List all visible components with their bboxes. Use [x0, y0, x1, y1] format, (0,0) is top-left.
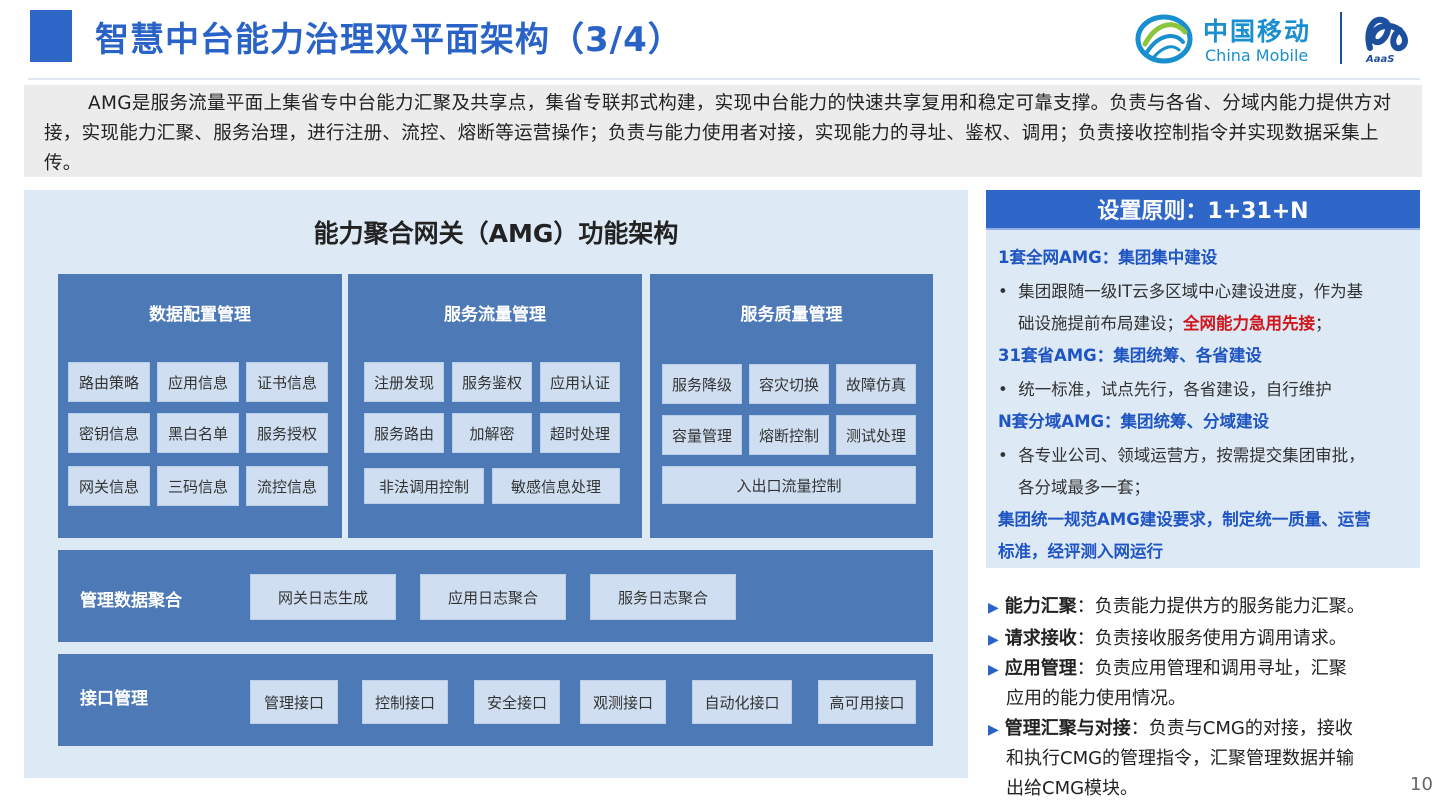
- chip: 测试处理: [836, 415, 916, 455]
- chip: 故障仿真: [836, 364, 916, 404]
- chip: 控制接口: [362, 680, 448, 724]
- bullet-text: ：负责能力提供方的服务能力汇聚。: [1076, 596, 1365, 617]
- band-label: 管理数据聚合: [80, 591, 182, 611]
- band-mgmt-data: 管理数据聚合 网关日志生成 应用日志聚合 服务日志聚合: [58, 550, 933, 642]
- bullet-text: ：负责与CMG的对接，接收: [1130, 718, 1353, 739]
- chip: 服务降级: [662, 364, 742, 404]
- band-interface: 接口管理 管理接口 控制接口 安全接口 观测接口 自动化接口 高可用接口: [58, 654, 933, 746]
- logo-chinese-text: 中国移动: [1203, 17, 1312, 46]
- triangle-bullet-icon: ▶: [988, 662, 999, 678]
- chip: 注册发现: [364, 362, 444, 402]
- triangle-bullet-icon: ▶: [988, 722, 999, 738]
- chip: 管理接口: [250, 680, 338, 724]
- bullet-text: ：负责接收服务使用方调用请求。: [1076, 628, 1347, 649]
- title-accent-bar: [30, 10, 72, 62]
- chip: 服务路由: [364, 413, 444, 453]
- bullet-key: 管理汇聚与对接: [1004, 718, 1131, 739]
- chip: 三码信息: [157, 466, 239, 506]
- triangle-bullet-icon: ▶: [988, 600, 999, 616]
- chip: 容灾切换: [749, 364, 829, 404]
- chip: 网关日志生成: [250, 574, 396, 620]
- bullet-item: ▶ 应用管理：负责应用管理和调用寻址，汇聚: [988, 654, 1347, 680]
- principle-text: ；: [1315, 314, 1332, 333]
- column-data-config: 数据配置管理 路由策略 应用信息 证书信息 密钥信息 黑白名单 服务授权 网关信…: [58, 274, 342, 538]
- bullet-continuation: 和执行CMG的管理指令，汇聚管理数据并输: [1006, 748, 1355, 769]
- column-title: 服务质量管理: [740, 305, 843, 325]
- bullet-key: 能力汇聚: [1004, 596, 1077, 617]
- chip: 高可用接口: [818, 680, 916, 724]
- intro-paragraph: AMG是服务流量平面上集省专中台能力汇聚及共享点，集省专联邦式构建，实现中台能力…: [24, 85, 1422, 177]
- chip: 密钥信息: [68, 413, 150, 453]
- principle-text: 础设施提前布局建设；: [1018, 314, 1183, 333]
- principle-line: 础设施提前布局建设；全网能力急用先接；: [1018, 310, 1332, 334]
- page-number: 10: [1410, 774, 1433, 795]
- chip: 加解密: [452, 413, 532, 453]
- chip: 熔断控制: [749, 415, 829, 455]
- chip: 应用信息: [157, 362, 239, 402]
- chip: 敏感信息处理: [492, 468, 620, 504]
- chip: 证书信息: [246, 362, 328, 402]
- page-title: 智慧中台能力治理双平面架构（3/4）: [95, 20, 683, 60]
- bullet-key: 请求接收: [1004, 628, 1077, 649]
- chip: 容量管理: [662, 415, 742, 455]
- chip: 自动化接口: [692, 680, 792, 724]
- principle-box: 设置原则：1+31+N 1套全网AMG：集团集中建设 • 集团跟随一级IT云多区…: [986, 190, 1420, 568]
- china-mobile-mark-icon: [1135, 14, 1193, 64]
- principle-text: 各专业公司、领域运营方，按需提交集团审批，: [1018, 446, 1365, 465]
- chip: 服务鉴权: [452, 362, 532, 402]
- column-quality-mgmt: 服务质量管理 服务降级 容灾切换 故障仿真 容量管理 熔断控制 测试处理 入出口…: [650, 274, 933, 538]
- logo-english-text: China Mobile: [1205, 46, 1309, 65]
- bullet-item: ▶ 能力汇聚：负责能力提供方的服务能力汇聚。: [988, 592, 1365, 618]
- chip: 路由策略: [68, 362, 150, 402]
- principle-line: 31套省AMG：集团统筹、各省建设: [998, 346, 1262, 365]
- principle-bullet: • 集团跟随一级IT云多区域中心建设进度，作为基: [998, 282, 1364, 301]
- principle-text: 集团跟随一级IT云多区域中心建设进度，作为基: [1018, 282, 1364, 301]
- bullet-continuation: 出给CMG模块。: [1006, 778, 1139, 799]
- principle-line: 集团统一规范AMG建设要求，制定统一质量、运营: [998, 510, 1371, 529]
- china-mobile-logo: 中国移动 China Mobile: [1135, 8, 1335, 70]
- header-divider: [28, 78, 1420, 80]
- principle-line: 1套全网AMG：集团集中建设: [998, 248, 1218, 267]
- architecture-diagram: 能力聚合网关（AMG）功能架构 数据配置管理 路由策略 应用信息 证书信息 密钥…: [24, 190, 968, 778]
- column-title: 数据配置管理: [149, 305, 251, 325]
- principle-line: 各分域最多一套；: [1018, 478, 1150, 497]
- principle-highlight: 全网能力急用先接: [1183, 314, 1315, 333]
- principle-bullet: • 各专业公司、领域运营方，按需提交集团审批，: [998, 446, 1365, 465]
- chip: 安全接口: [474, 680, 560, 724]
- triangle-bullet-icon: ▶: [988, 632, 999, 648]
- chip: 超时处理: [540, 413, 620, 453]
- principle-line: 标准，经评测入网运行: [998, 542, 1163, 561]
- aaas-mark-icon: [1365, 16, 1408, 52]
- column-traffic-mgmt: 服务流量管理 注册发现 服务鉴权 应用认证 服务路由 加解密 超时处理 非法调用…: [348, 274, 642, 538]
- chip: 应用认证: [540, 362, 620, 402]
- aaas-logo: AaaS: [1360, 8, 1418, 68]
- bullet-key: 应用管理: [1004, 658, 1077, 679]
- chip: 服务日志聚合: [590, 574, 736, 620]
- band-label: 接口管理: [80, 689, 148, 709]
- aaas-logo-text: AaaS: [1366, 54, 1395, 65]
- bullet-item: ▶ 请求接收：负责接收服务使用方调用请求。: [988, 624, 1347, 650]
- diagram-title: 能力聚合网关（AMG）功能架构: [313, 219, 679, 248]
- column-title: 服务流量管理: [444, 305, 546, 325]
- bullet-text: ：负责应用管理和调用寻址，汇聚: [1076, 658, 1347, 679]
- logo-divider: [1340, 12, 1342, 64]
- chip: 非法调用控制: [364, 468, 484, 504]
- bullet-continuation: 应用的能力使用情况。: [1006, 688, 1186, 709]
- principle-heading: 设置原则：1+31+N: [986, 190, 1420, 230]
- principle-line: N套分域AMG：集团统筹、分域建设: [998, 412, 1270, 431]
- chip: 观测接口: [580, 680, 666, 724]
- chip: 应用日志聚合: [420, 574, 566, 620]
- principle-text: 统一标准，试点先行，各省建设，自行维护: [1018, 380, 1332, 399]
- chip: 服务授权: [246, 413, 328, 453]
- chip: 网关信息: [68, 466, 150, 506]
- principle-bullet: • 统一标准，试点先行，各省建设，自行维护: [998, 380, 1332, 399]
- chip: 黑白名单: [157, 413, 239, 453]
- chip: 入出口流量控制: [662, 466, 916, 504]
- bullet-item: ▶ 管理汇聚与对接：负责与CMG的对接，接收: [988, 714, 1353, 740]
- chip: 流控信息: [246, 466, 328, 506]
